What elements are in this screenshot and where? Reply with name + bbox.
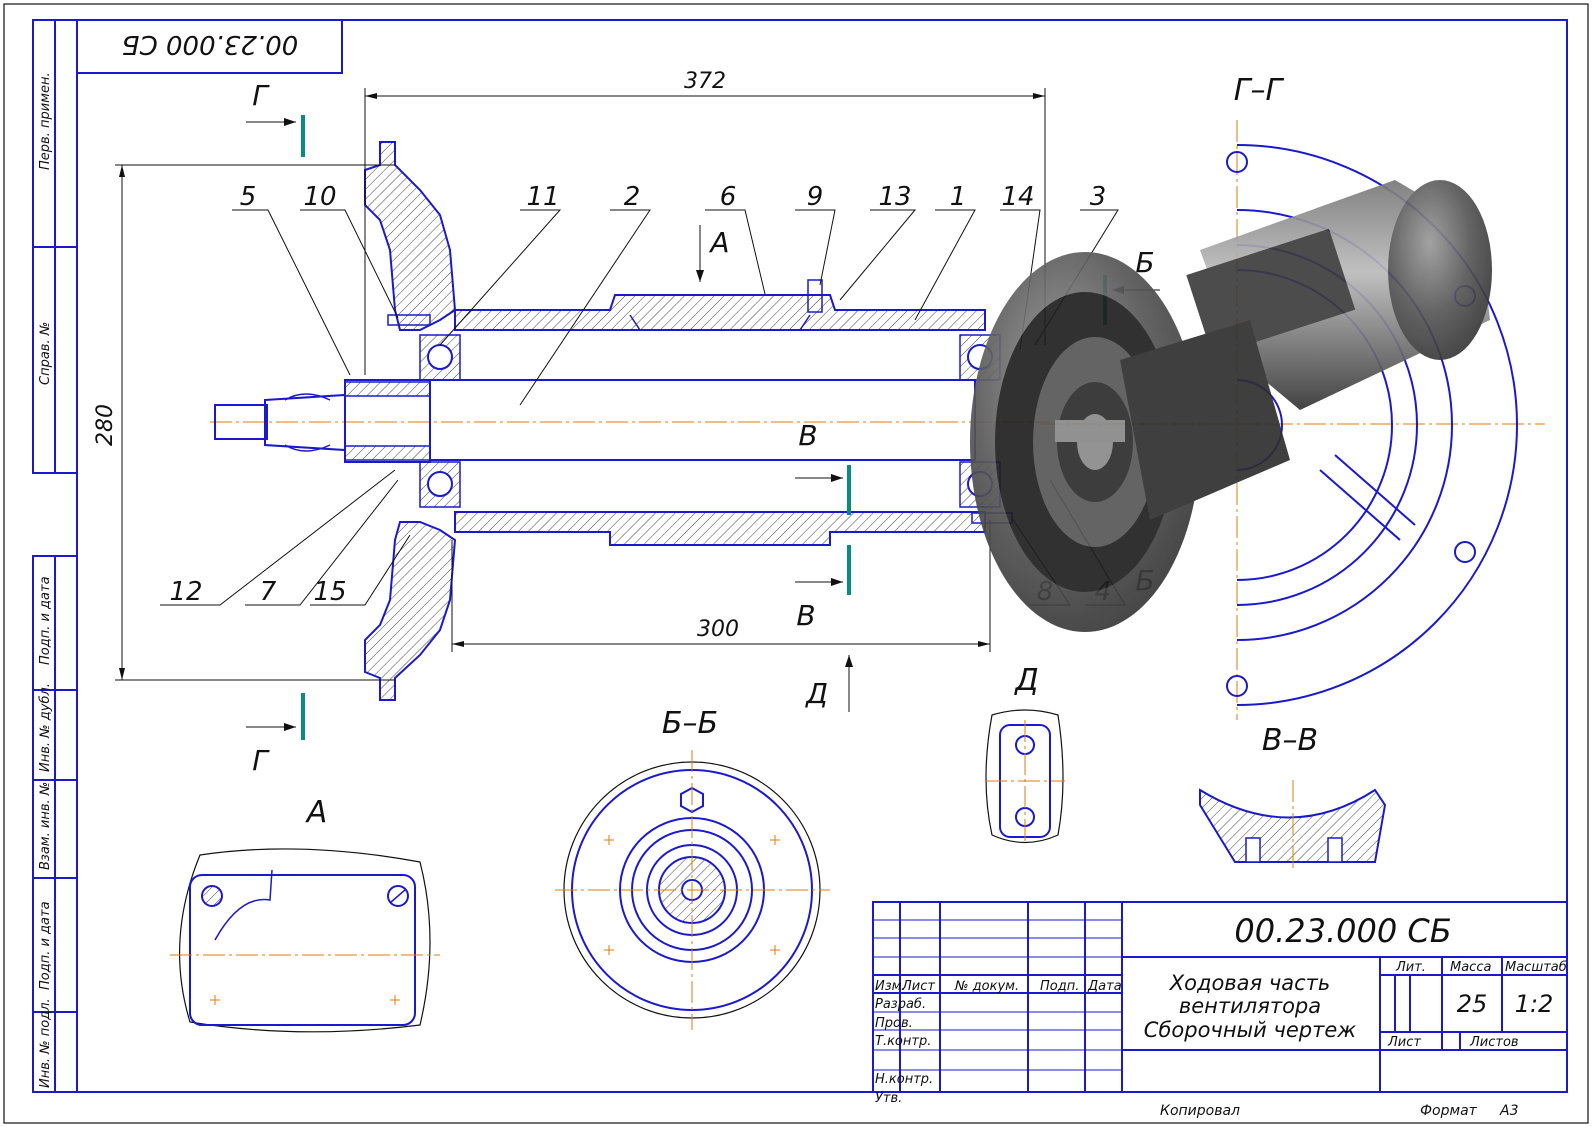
title-block <box>872 901 1568 1093</box>
mark-a: А <box>708 226 729 259</box>
side-label-podp-data-1: Подп. и дата <box>38 576 53 665</box>
callout-1: 1 <box>950 182 967 212</box>
side-label-sprav: Справ. № <box>38 322 53 385</box>
hdr-izm: Изм. <box>875 979 906 994</box>
mark-b-top: Б <box>1135 246 1154 279</box>
mark-v-bottom: В <box>796 599 815 632</box>
callout-14: 14 <box>1001 182 1034 212</box>
hdr-podp: Подп. <box>1040 979 1079 994</box>
view-title-gg: Г–Г <box>1234 73 1285 108</box>
row-razrab: Разраб. <box>875 997 926 1012</box>
mark-g-bottom: Г <box>252 744 270 777</box>
title-designation: 00.23.000 СБ <box>1234 912 1451 950</box>
side-label-perv-primen: Перв. примен. <box>38 72 53 170</box>
title-name-line-2: вентилятора <box>1179 994 1321 1018</box>
hdr-list: Лист <box>901 979 935 994</box>
callout-10: 10 <box>303 182 336 212</box>
frame-code-inverted: 00.23.000 СБ <box>122 29 299 59</box>
side-column <box>32 19 78 1093</box>
callout-13: 13 <box>878 182 911 212</box>
title-name-line-1: Ходовая часть <box>1169 971 1331 995</box>
render-3d-assembly <box>970 180 1492 632</box>
side-label-podp-data-2: Подп. и дата <box>38 901 53 990</box>
dim-280: 280 <box>93 404 118 446</box>
side-label-vzam-inv: Взам. инв. № <box>38 782 53 870</box>
footer-format-label: Формат <box>1420 1103 1478 1119</box>
sheets-label: Листов <box>1469 1035 1519 1050</box>
scale-value: 1:2 <box>1515 990 1554 1018</box>
hdr-data: Дата <box>1087 979 1122 994</box>
view-title-bb: Б–Б <box>662 706 718 741</box>
view-vv <box>1199 780 1387 870</box>
callout-6: 6 <box>720 182 737 212</box>
dim-372: 372 <box>684 69 726 94</box>
callout-15: 15 <box>313 577 346 607</box>
dim-300: 300 <box>697 617 739 642</box>
callout-7: 7 <box>260 577 277 607</box>
row-prov: Пров. <box>875 1016 913 1031</box>
hdr-dokum: № докум. <box>954 979 1019 994</box>
outer-border <box>3 3 1589 1124</box>
view-title-vv: В–В <box>1262 723 1318 758</box>
row-utv: Утв. <box>875 1091 902 1106</box>
callout-9: 9 <box>807 182 824 212</box>
mark-d: Д <box>804 677 828 710</box>
callout-11: 11 <box>526 182 559 212</box>
view-title-d: Д <box>1013 663 1038 698</box>
view-a <box>170 848 440 1033</box>
mass-value: 25 <box>1457 990 1488 1018</box>
view-title-a: А <box>305 795 328 830</box>
code-box <box>76 19 343 74</box>
mark-g-top: Г <box>252 79 270 112</box>
callout-3: 3 <box>1090 182 1107 212</box>
footer-format-value: А3 <box>1499 1103 1518 1119</box>
mass-label: Масса <box>1450 960 1491 975</box>
scale-label: Масштаб <box>1505 960 1567 975</box>
side-label-inv-podl: Инв. № подл. <box>38 998 53 1088</box>
mark-v-top: В <box>798 419 817 452</box>
view-d <box>985 709 1065 845</box>
side-label-inv-dubl: Инв. № дубл. <box>38 683 53 772</box>
callout-5: 5 <box>240 182 257 212</box>
lit-label: Лит. <box>1395 960 1426 975</box>
callout-12: 12 <box>169 577 202 607</box>
callout-2: 2 <box>624 182 641 212</box>
footer-copied: Копировал <box>1160 1103 1240 1119</box>
row-nkontr: Н.контр. <box>875 1072 933 1087</box>
row-tkontr: Т.контр. <box>875 1034 931 1049</box>
view-bb <box>555 750 830 1030</box>
sheet-label: Лист <box>1387 1035 1421 1050</box>
title-name-line-3: Сборочный чертеж <box>1144 1018 1356 1042</box>
main-section-view <box>115 88 1050 701</box>
